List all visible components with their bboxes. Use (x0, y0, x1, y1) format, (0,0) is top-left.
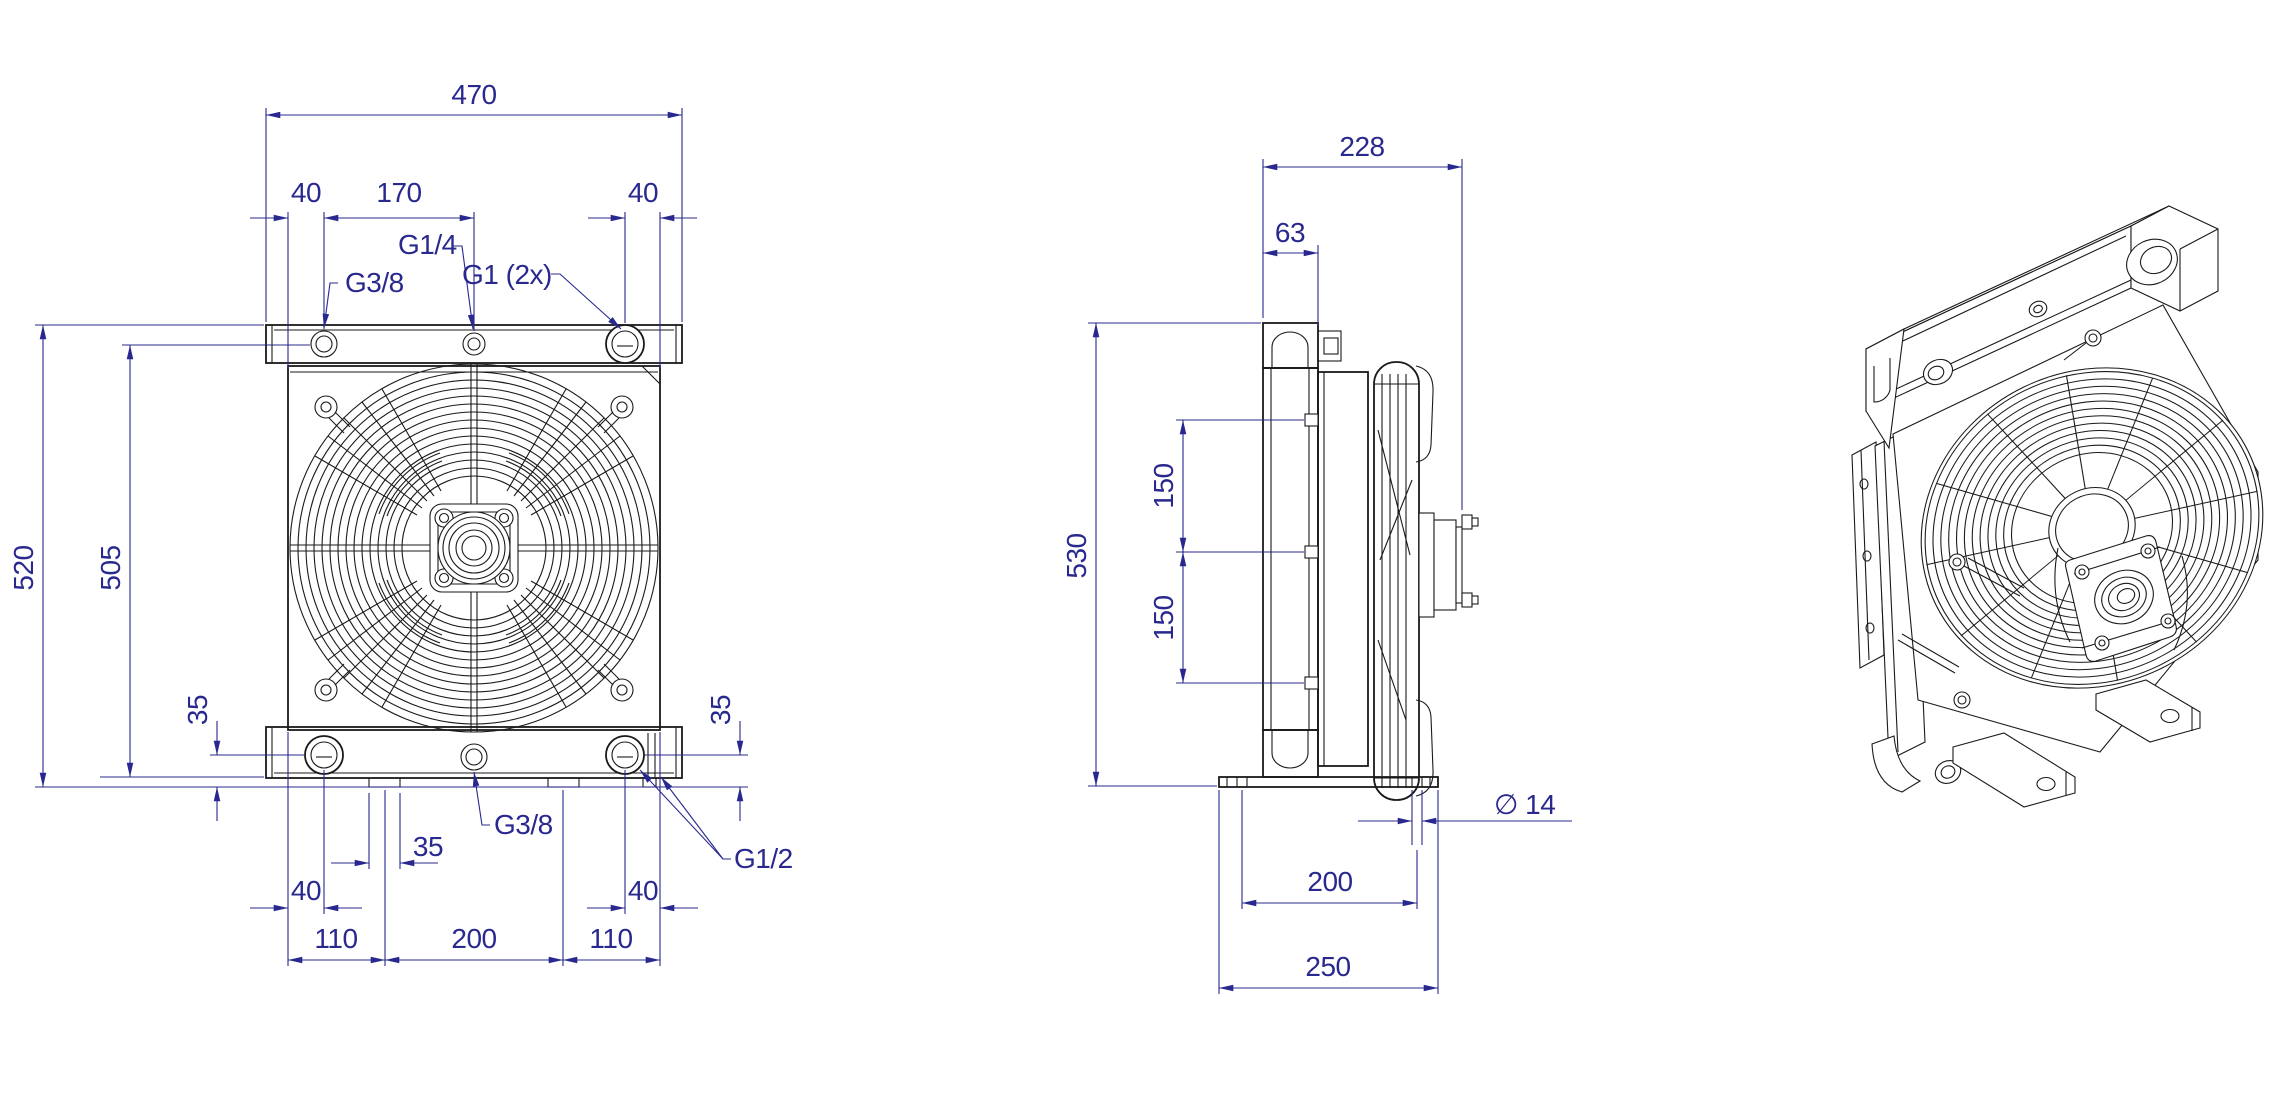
side-dimensions: 228 63 530 150 150 ∅ 14 (1061, 131, 1572, 994)
dim-stud-spacing-upper: 150 (1148, 463, 1179, 508)
label-port-g14: G1/4 (398, 229, 457, 260)
label-port-g12: G1/2 (734, 843, 793, 874)
dim-side-overall-height: 530 (1061, 533, 1092, 578)
side-studs (1304, 413, 1319, 690)
iso-hub-motor (2054, 535, 2188, 662)
front-dimensions: 470 40 170 40 G1/4 G3/8 G1 (2x) (8, 79, 793, 966)
dim-port-height-right: 35 (705, 695, 736, 725)
port-g1-top (605, 324, 645, 364)
side-bottom-tank (1262, 729, 1319, 778)
side-view: 228 63 530 150 150 ∅ 14 (1061, 131, 1572, 994)
dim-port-height-left: 35 (182, 695, 213, 725)
front-view: 470 40 170 40 G1/4 G3/8 G1 (2x) (8, 79, 793, 966)
front-feet (368, 777, 657, 788)
hub-slots (378, 452, 570, 644)
port-g14-top (462, 332, 486, 356)
dim-foot-right: 110 (589, 923, 632, 954)
dim-slot-pitch: 200 (1307, 866, 1352, 897)
dim-bottom-port-offset-right: 40 (628, 875, 658, 906)
label-port-g38-bottom: G3/8 (494, 809, 553, 840)
dim-overall-depth: 228 (1339, 131, 1384, 162)
dim-tank-depth: 63 (1275, 217, 1305, 248)
dim-top-port-offset-right: 40 (628, 177, 658, 208)
dim-foot-left: 110 (314, 923, 357, 954)
side-shroud (1317, 371, 1369, 767)
iso-top-tank (1865, 205, 2219, 450)
side-foot (1218, 776, 1439, 788)
label-port-g38-top: G3/8 (345, 267, 404, 298)
side-top-tank (1262, 322, 1342, 369)
side-motor (1418, 512, 1479, 618)
dim-stud-spacing-lower: 150 (1148, 595, 1179, 640)
dim-overall-width: 470 (451, 79, 496, 110)
dim-bottom-port-offset-left: 40 (291, 875, 321, 906)
fan-hub-motor-mount (429, 503, 519, 593)
dim-overall-height: 520 (8, 545, 39, 590)
fan-guard-grille (289, 363, 659, 733)
port-g12-bottom-left (304, 735, 344, 775)
grille-corner-screws (314, 395, 634, 702)
dim-ports-height: 505 (95, 545, 126, 590)
port-g12-bottom-right (605, 735, 645, 775)
isometric-view (1851, 205, 2264, 808)
dim-foot-width: 35 (413, 831, 443, 862)
dim-foot-length: 250 (1305, 951, 1350, 982)
dim-top-port-offset-left: 40 (291, 177, 321, 208)
port-g38-top (310, 330, 338, 358)
label-port-g1: G1 (2x) (462, 259, 552, 290)
port-g38-bottom (460, 743, 488, 771)
dim-foot-center: 200 (451, 923, 496, 954)
iso-feet (1952, 679, 2201, 808)
dim-top-port-spacing: 170 (376, 177, 421, 208)
grille-mesh (314, 388, 634, 708)
dim-slot-diameter: ∅ 14 (1494, 789, 1555, 820)
